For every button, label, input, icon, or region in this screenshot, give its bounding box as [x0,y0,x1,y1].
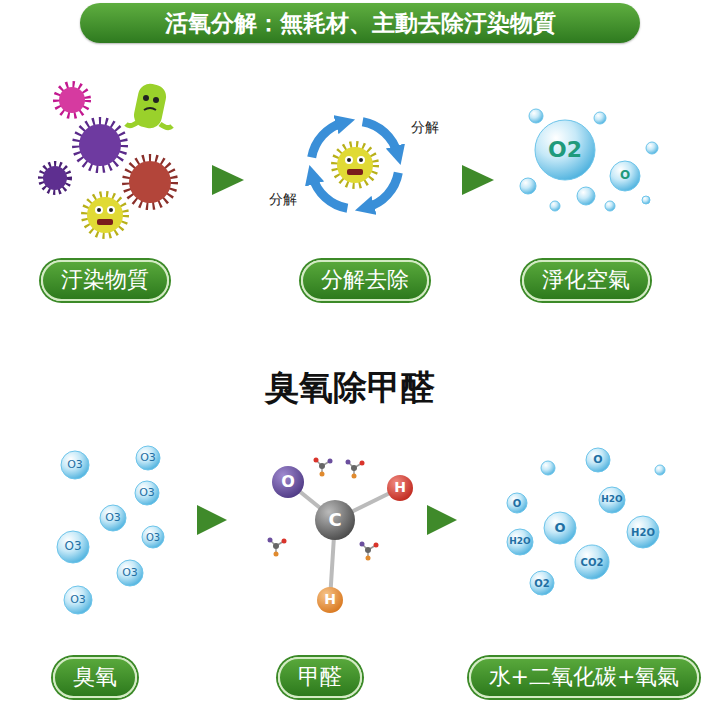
title-banner: 活氧分解：無耗材、主動去除汙染物質 [80,3,640,43]
diagram-label: O3 [70,594,86,606]
diagram-label: O3 [105,512,121,524]
diagram-label: C [328,510,341,530]
diagram-label: O [554,521,565,535]
stage-column: 臭氧 [25,425,195,703]
stage-label: 甲醛 [278,657,362,698]
diagram-label: O3 [140,452,156,464]
stage-label: 淨化空氣 [522,260,650,301]
diagram-label: O [513,498,522,509]
flow-arrow [462,165,494,195]
diagram-label: O3 [146,532,160,543]
diagram-label: O [593,454,602,466]
diagram-label: 分解 [269,192,297,207]
stage-label: 分解去除 [301,260,429,301]
diagram-label: O3 [122,567,138,579]
flow-arrow [197,505,227,535]
virus-icon [336,146,374,184]
product-bubbles [507,448,665,595]
stage-column: 甲醛 [229,425,425,703]
ozone-bubbles [57,446,164,614]
virus-cluster [42,82,172,234]
diagram-label: H2O [509,537,530,547]
decomposition-cycle [312,122,399,209]
diagram-label: H [324,592,336,607]
stage-column: 汙染物質 [25,70,210,310]
diagram-label: H [394,480,406,495]
flow-arrow [212,165,244,195]
formaldehyde-molecule [268,458,414,614]
diagram-label: O2 [548,138,582,162]
diagram-label: 分解 [411,120,439,135]
section-heading: 臭氧除甲醛 [265,369,435,406]
stage-label: 水+二氧化碳+氧氣 [469,657,700,698]
stage-column: 分解去除 [246,70,460,310]
flow-arrow [427,505,457,535]
oxygen-bubbles [520,109,658,211]
diagram-label: O3 [64,540,81,553]
stage-label: 汙染物質 [41,260,169,301]
diagram-label: CO2 [581,557,604,568]
stage-label: 臭氧 [53,657,137,698]
diagram-label: O [281,473,295,491]
diagram-label: O3 [67,459,83,471]
diagram-label: O2 [534,578,549,589]
stage-column: 淨化空氣 [496,70,701,310]
diagram-label: H2O [601,495,622,505]
diagram-label: O [620,169,630,182]
title-text: 活氧分解：無耗材、主動去除汙染物質 [165,8,556,39]
stage-column: 水+二氧化碳+氧氣 [459,425,705,703]
diagram-label: H2O [631,527,655,538]
diagram-label: O3 [139,487,155,499]
